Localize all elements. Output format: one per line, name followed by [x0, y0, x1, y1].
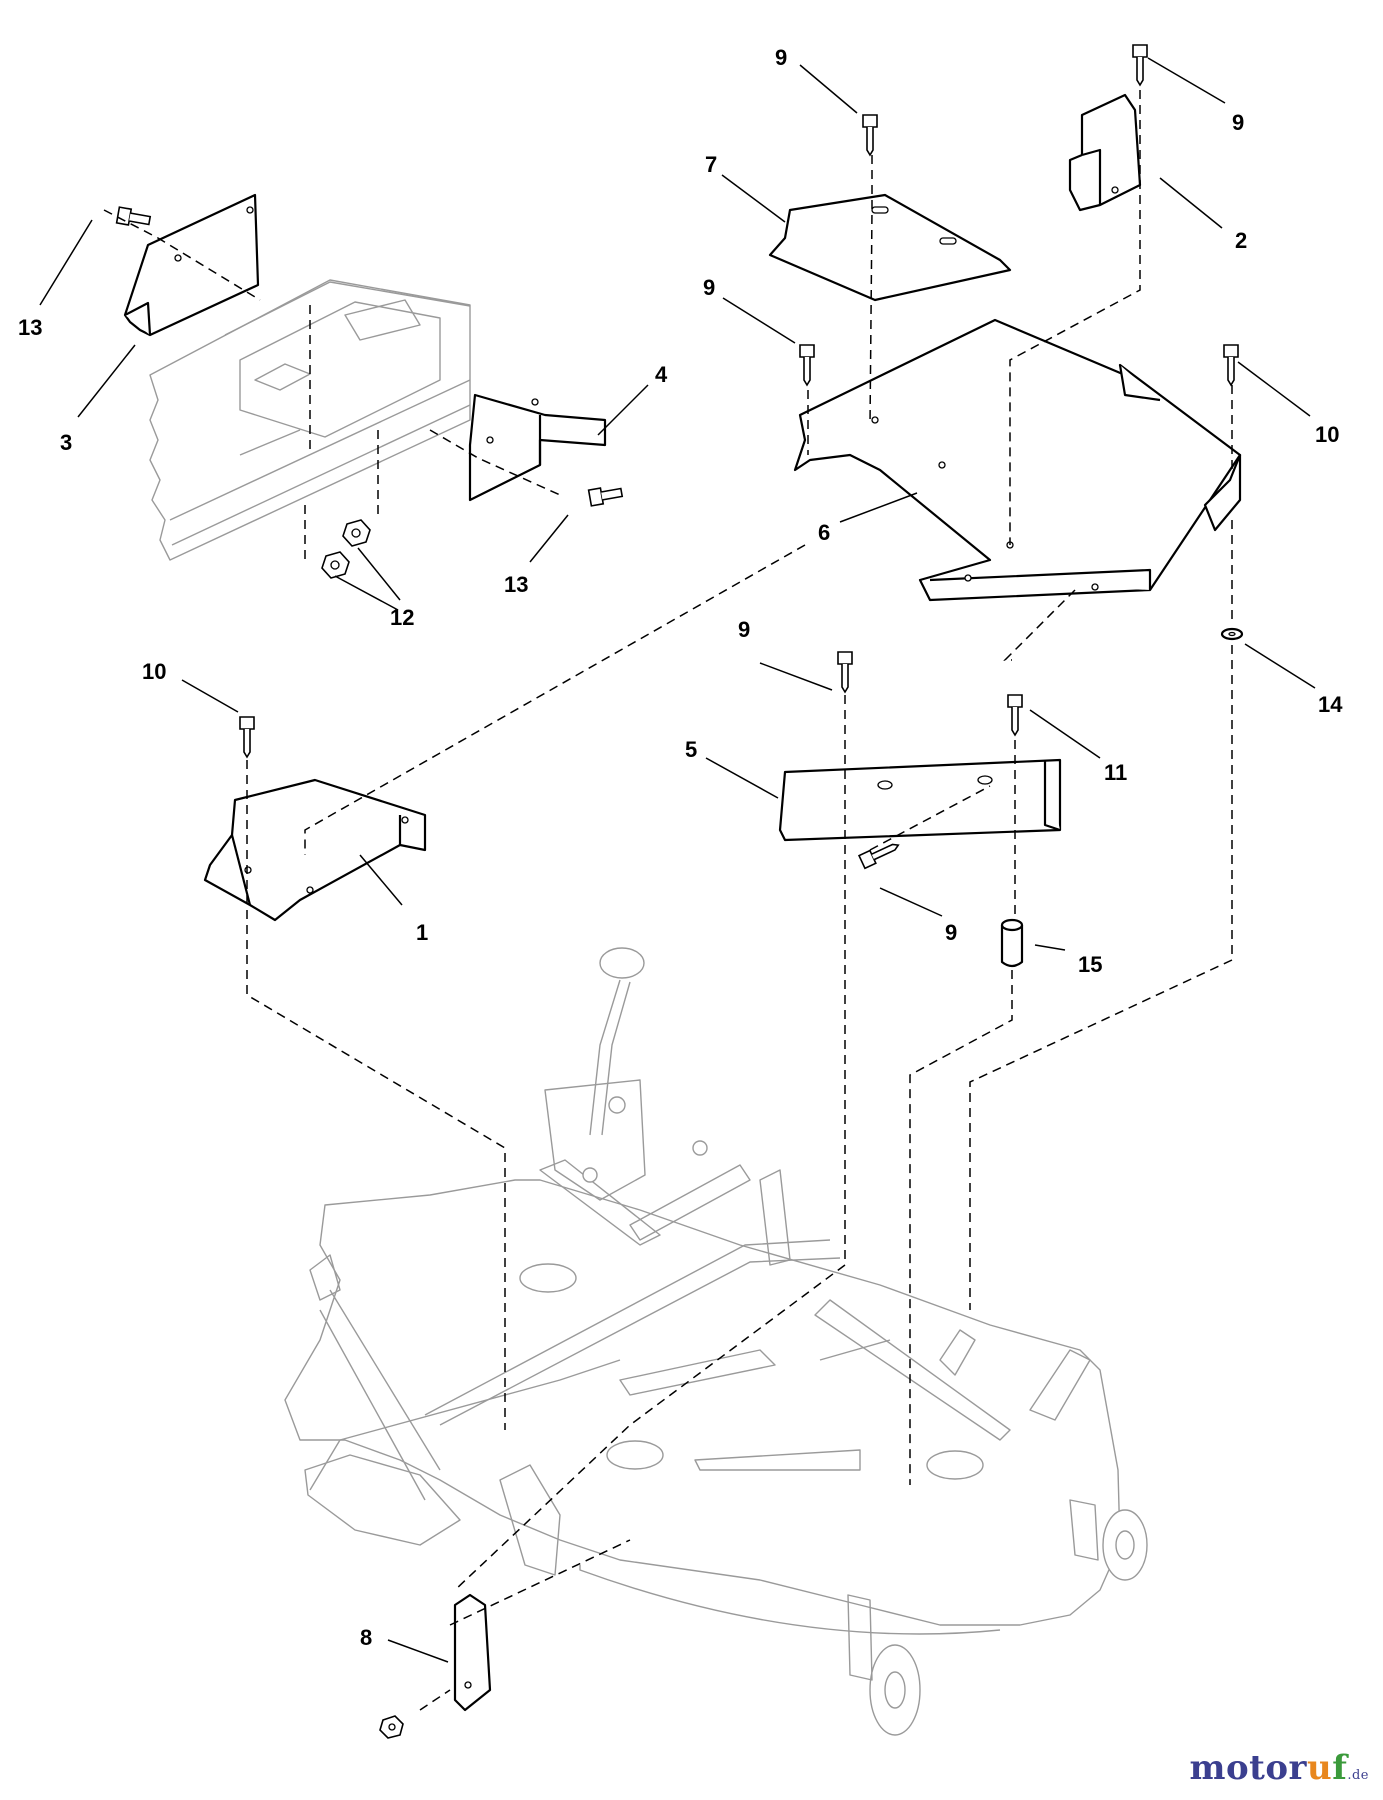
callout-6: 6: [818, 520, 830, 545]
nut-hardware: [321, 519, 404, 1739]
watermark-brand-u: u: [1306, 1748, 1333, 1788]
bolt-10-left: [239, 716, 255, 759]
callout-5: 5: [685, 737, 697, 762]
callout-9-mid: 9: [703, 275, 715, 300]
callout-1: 1: [416, 920, 428, 945]
callout-numbers: 9 9 7 2 9 10 13 3 4 13 12 6 10 9 11 14 5…: [18, 45, 1343, 1650]
bolt-13-mid: [587, 487, 624, 507]
assembly-alignment-lines: [103, 90, 1233, 1711]
callout-12: 12: [390, 605, 414, 630]
bolt-9-angled: [857, 843, 900, 870]
tractor-frame-outline: [149, 279, 471, 561]
part-14-washer: [1220, 627, 1244, 641]
callout-7: 7: [705, 152, 717, 177]
callout-15: 15: [1078, 952, 1102, 977]
callout-10-right: 10: [1315, 422, 1339, 447]
part-6-large-plate: [793, 318, 1242, 602]
bolt-13-upper: [115, 206, 152, 226]
part-5-plate: [778, 758, 1062, 842]
callout-9-top: 9: [775, 45, 787, 70]
bolt-9-top: [862, 114, 878, 157]
callout-9-lower: 9: [738, 617, 750, 642]
mower-deck-outline: [284, 947, 1148, 1736]
part-2-bracket: [1068, 93, 1142, 212]
callout-13-upper: 13: [18, 315, 42, 340]
part-1-shield: [203, 778, 427, 922]
bolt-10-right: [1223, 344, 1239, 387]
watermark-brand-right: f: [1332, 1748, 1348, 1788]
watermark-tld: .de: [1347, 1768, 1369, 1783]
bolt-11: [1007, 694, 1023, 737]
bolt-9-lower: [837, 651, 853, 694]
part-7-plate: [768, 193, 1012, 302]
callout-9-angled: 9: [945, 920, 957, 945]
bolt-9-mid: [799, 344, 815, 387]
part-8-bracket: [453, 1593, 492, 1712]
watermark-brand-left: motor: [1189, 1748, 1307, 1788]
callout-2: 2: [1235, 228, 1247, 253]
part-4-bracket: [468, 393, 607, 502]
callout-leader-lines: [39, 57, 1316, 1663]
callout-10-left: 10: [142, 659, 166, 684]
bolt-hardware: [115, 44, 1239, 870]
callout-13-mid: 13: [504, 572, 528, 597]
callout-8: 8: [360, 1625, 372, 1650]
callout-14: 14: [1318, 692, 1343, 717]
callout-3: 3: [60, 430, 72, 455]
bolt-9-top-right: [1132, 44, 1148, 87]
callout-4: 4: [655, 362, 668, 387]
part-15-spacer: [1000, 918, 1024, 968]
callout-11: 11: [1104, 760, 1127, 785]
callout-9-top-right: 9: [1232, 110, 1244, 135]
part-3-shield: [123, 193, 260, 337]
motoruf-watermark-logo: motoruf.de: [1190, 1748, 1369, 1788]
